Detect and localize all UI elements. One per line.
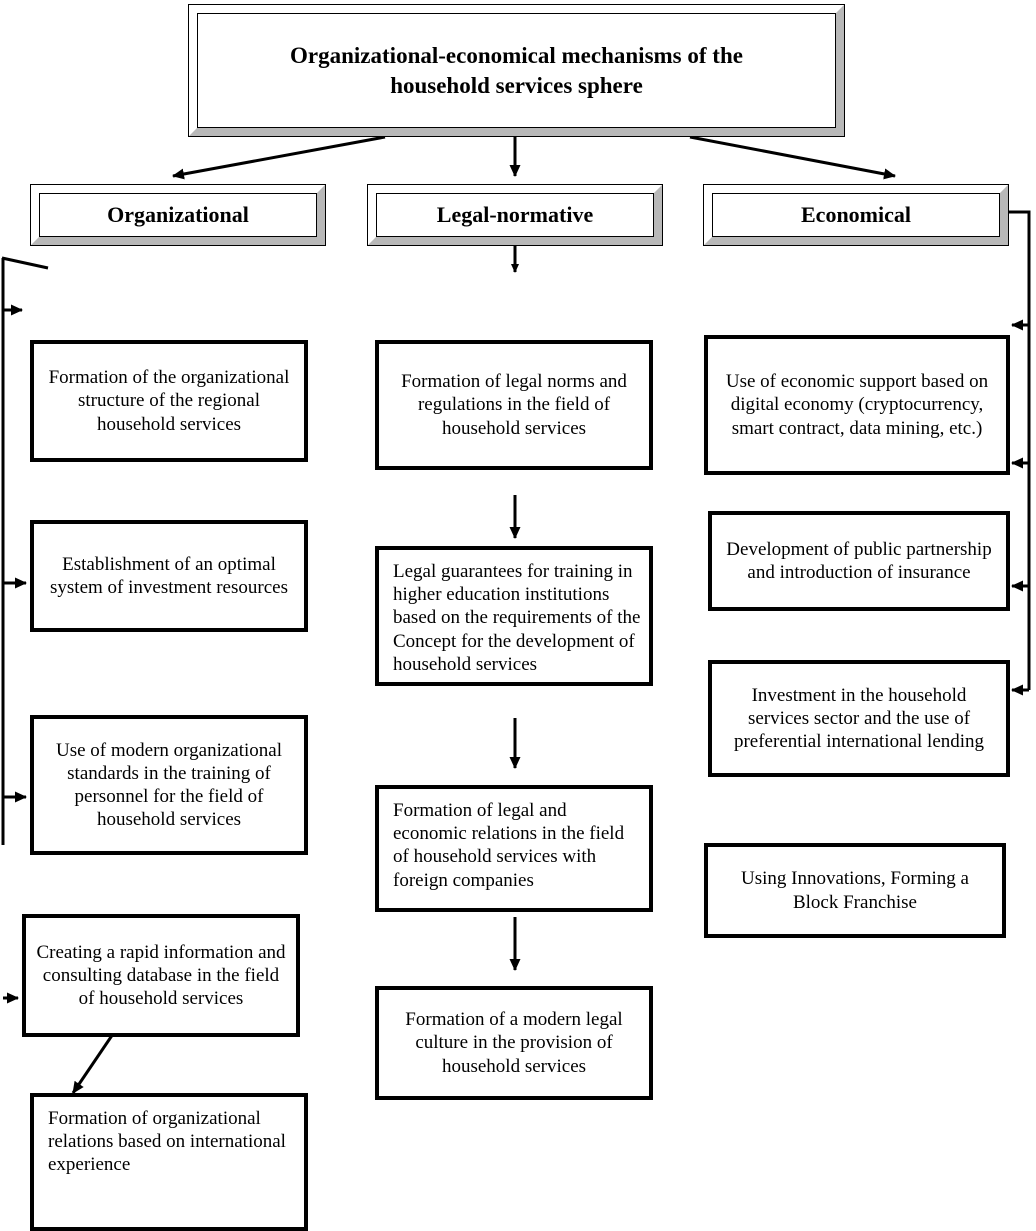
category-box-legal-normative[interactable]: Legal-normative [367,184,663,246]
category-label-economical: Economical [801,201,911,227]
node-org-3[interactable]: Use of modern organizational standards i… [30,715,308,855]
arrow-title-to-organizational [172,135,386,180]
node-leg-1-text: Formation of legal norms and regulations… [401,371,627,439]
node-org-1-text: Formation of the organizational structur… [48,367,290,435]
category-inner-organizational: Organizational [39,193,317,237]
node-org-1[interactable]: Formation of the organizational structur… [30,340,308,462]
title-box-inner: Organizational-economical mechanisms of … [197,13,836,128]
node-leg-2[interactable]: Legal guarantees for training in higher … [375,546,653,686]
arrow-title-to-economical [689,135,896,180]
node-leg-4-text: Formation of a modern legal culture in t… [405,1009,623,1077]
node-eco-2-text: Development of public partnership and in… [726,538,992,583]
node-org-5[interactable]: Formation of organizational relations ba… [30,1093,308,1231]
title-line-2: household services sphere [390,72,643,98]
node-leg-2-text: Legal guarantees for training in higher … [393,561,641,675]
category-label-legal-normative: Legal-normative [436,201,594,227]
category-bevel-organizational [31,185,325,245]
node-org-5-text: Formation of organizational relations ba… [48,1108,286,1176]
node-eco-3[interactable]: Investment in the household services sec… [708,660,1010,777]
title-box-bevel [189,5,844,136]
node-org-4-text: Creating a rapid information and consult… [36,941,286,1010]
category-inner-economical: Economical [712,193,1000,237]
category-box-economical[interactable]: Economical [703,184,1009,246]
category-bevel-economical [704,185,1008,245]
node-leg-3[interactable]: Formation of legal and economic relation… [375,785,653,912]
node-org-2[interactable]: Establishment of an optimal system of in… [30,520,308,632]
category-inner-legal-normative: Legal-normative [376,193,654,237]
title-box[interactable]: Organizational-economical mechanisms of … [188,4,845,137]
arrow-org4-to-org5 [71,1030,117,1094]
node-org-3-text: Use of modern organizational standards i… [56,739,282,831]
title-line-1: Organizational-economical mechanisms of … [290,42,743,68]
category-bevel-legal-normative [368,185,662,245]
node-eco-1[interactable]: Use of economic support based on digital… [704,335,1010,475]
node-leg-3-text: Formation of legal and economic relation… [393,800,625,891]
line-organizational-stub [1,256,49,270]
node-leg-1[interactable]: Formation of legal norms and regulations… [375,340,653,470]
node-org-2-text: Establishment of an optimal system of in… [50,553,288,598]
node-eco-2[interactable]: Development of public partnership and in… [708,511,1010,611]
node-eco-3-text: Investment in the household services sec… [733,684,985,753]
category-label-organizational: Organizational [107,201,249,227]
node-eco-4-text: Using Innovations, Forming a Block Franc… [741,868,969,913]
node-org-4[interactable]: Creating a rapid information and consult… [22,914,300,1037]
node-eco-4[interactable]: Using Innovations, Forming a Block Franc… [704,843,1006,938]
node-leg-4[interactable]: Formation of a modern legal culture in t… [375,986,653,1100]
node-eco-1-text: Use of economic support based on digital… [725,371,989,439]
line-right-bus [1008,210,1031,690]
category-box-organizational[interactable]: Organizational [30,184,326,246]
